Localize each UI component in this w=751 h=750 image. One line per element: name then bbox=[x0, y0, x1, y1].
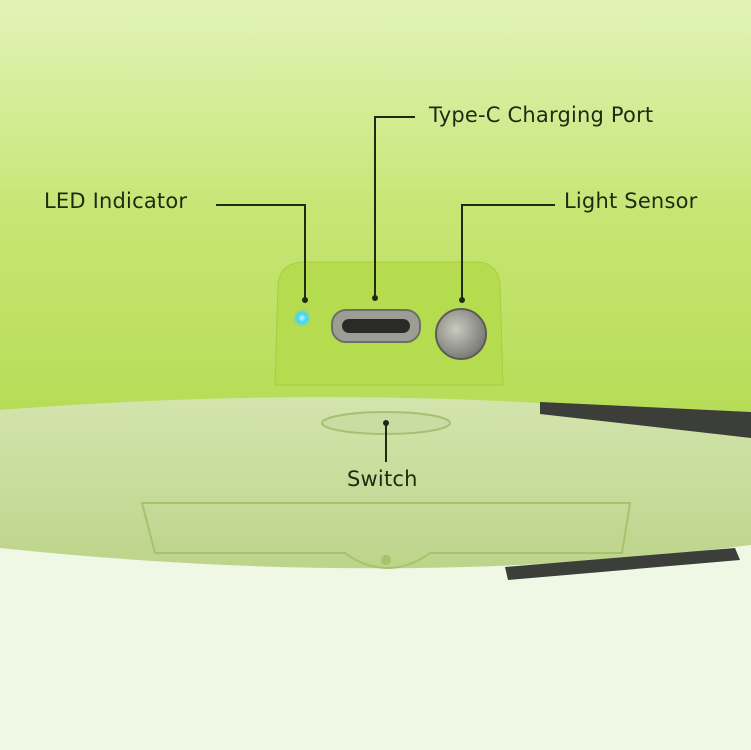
rubber-foot bbox=[540, 402, 751, 438]
light-sensor-label: Light Sensor bbox=[564, 189, 698, 213]
device-base bbox=[0, 397, 751, 569]
cover-screw-hole bbox=[381, 555, 391, 565]
battery-cover bbox=[140, 502, 632, 570]
led-indicator-label: LED Indicator bbox=[44, 189, 188, 213]
led-indicator-light bbox=[293, 309, 311, 327]
type-c-port-label: Type-C Charging Port bbox=[429, 103, 654, 127]
type-c-port-inner bbox=[342, 319, 410, 333]
rubber-foot bbox=[505, 548, 740, 580]
light-sensor bbox=[435, 308, 487, 360]
switch-label: Switch bbox=[347, 467, 418, 491]
leader-lines bbox=[216, 116, 555, 462]
